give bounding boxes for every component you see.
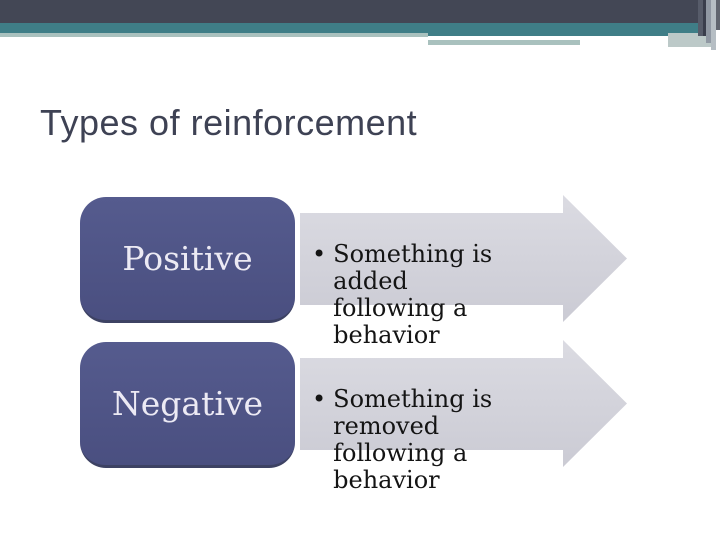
negative-arrow-content: • Something is removed following a behav… [312, 386, 557, 494]
arrow-right-shape [300, 340, 627, 467]
negative-shape: Negative [80, 342, 295, 468]
positive-shape: Positive [80, 197, 295, 323]
slide-title: Types of reinforcement [40, 102, 418, 143]
header-bar-teal [0, 23, 706, 33]
header-bar-teal-right [428, 33, 706, 36]
header-stripe-white [428, 36, 668, 40]
negative-description: Something is removed following a behavio… [333, 385, 493, 494]
positive-label: Positive [122, 239, 253, 278]
negative-arrow: • Something is removed following a behav… [300, 340, 627, 494]
header-corner-stripe-5 [716, 0, 720, 30]
header-bar-sage-left [0, 33, 428, 37]
bullet-marker: • [312, 385, 327, 413]
bullet-marker: • [312, 240, 327, 268]
negative-label: Negative [111, 384, 264, 423]
arrow-right-shape [300, 195, 627, 322]
positive-arrow-content: • Something is added following a behavio… [312, 241, 557, 349]
header-bar-dark [0, 0, 698, 23]
header-corner-stripe-3 [706, 0, 711, 43]
header-corner-stripe-2 [703, 0, 706, 36]
header-corner-block [668, 33, 712, 47]
header-corner-stripe-4 [711, 0, 716, 50]
header-stripe-sage [428, 40, 580, 45]
positive-description: Something is added following a behavior [333, 240, 493, 349]
header-corner-stripe-1 [698, 0, 703, 36]
positive-arrow: • Something is added following a behavio… [300, 195, 627, 349]
